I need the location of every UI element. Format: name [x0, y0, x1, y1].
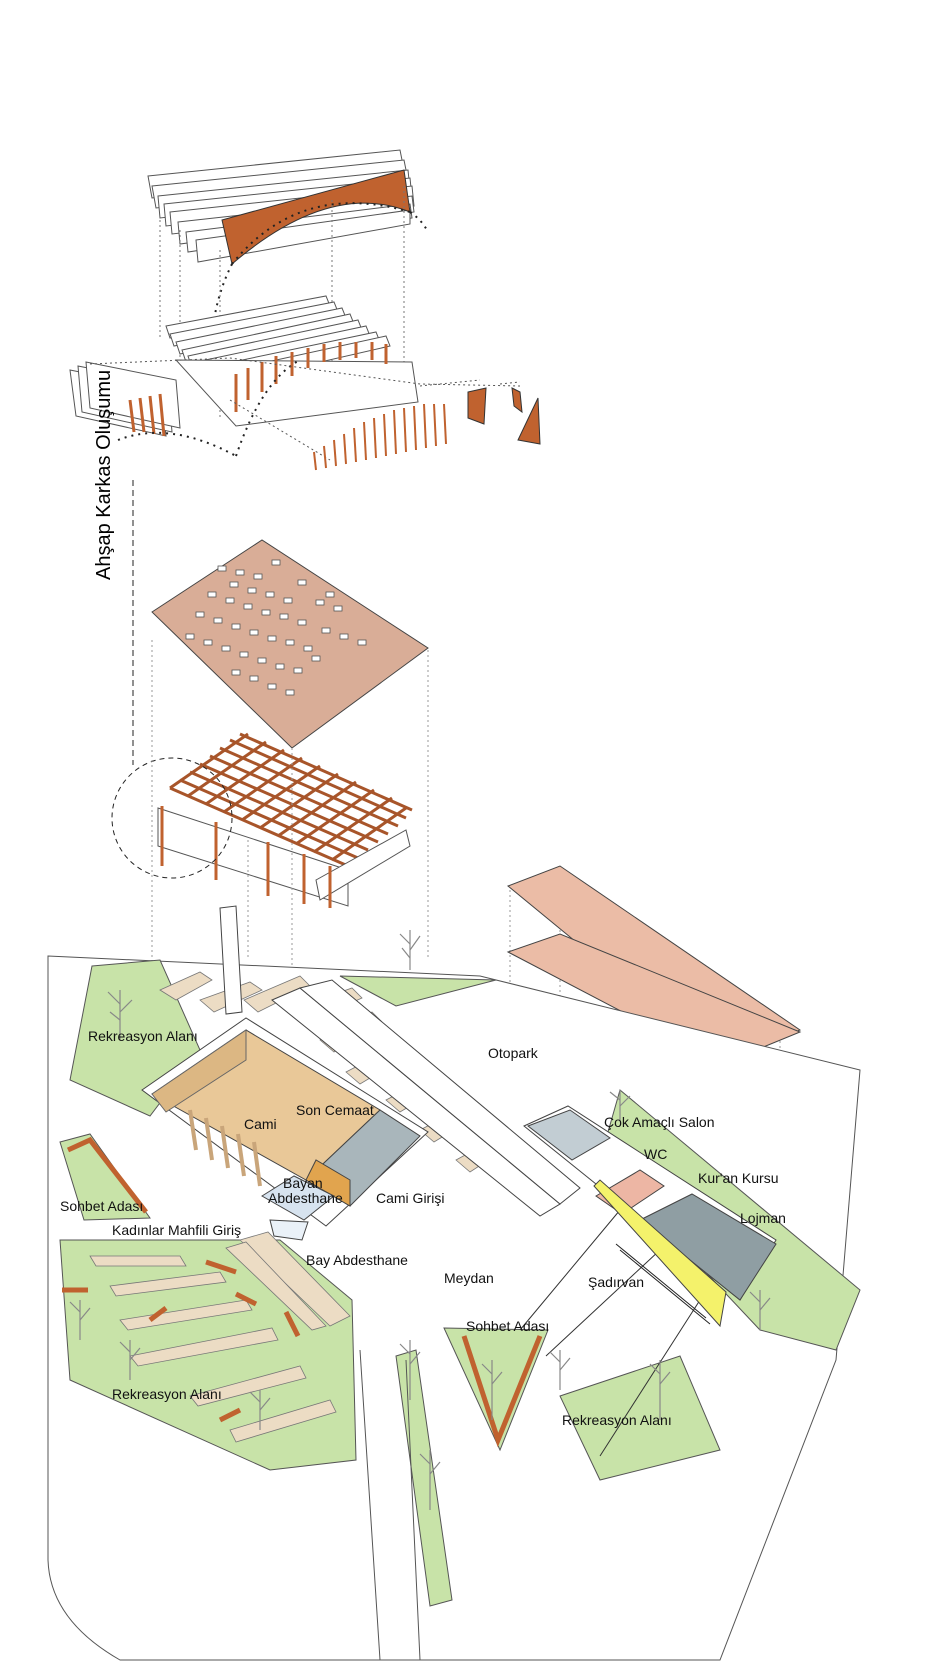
label-sadirvan: Şadırvan — [588, 1274, 645, 1290]
perforated-roof-slab — [151, 539, 429, 749]
label-rekreasyon-alani-right: Rekreasyon Alanı — [562, 1412, 672, 1428]
yellow-wall — [593, 1179, 727, 1328]
mosque-building — [141, 905, 581, 1241]
label-wc: WC — [644, 1146, 668, 1162]
timber-arch-top — [69, 149, 541, 471]
small-panel-2 — [511, 387, 523, 414]
annex-building — [523, 1105, 777, 1328]
label-kadinlar-mahfili-giris: Kadınlar Mahfili Giriş — [112, 1222, 242, 1238]
middle-slats — [165, 295, 419, 427]
label-son-cemaat: Son Cemaat — [296, 1102, 374, 1118]
label-cami: Cami — [244, 1116, 277, 1132]
label-cok-amacli-salon: Çok Amaçlı Salon — [604, 1114, 715, 1130]
upper-arch-panel — [221, 169, 411, 265]
timber-grid-structure — [157, 732, 413, 908]
label-sohbet-adasi-center: Sohbet Adası — [466, 1318, 550, 1334]
lower-fin-row — [313, 403, 447, 471]
middle-arch-fins — [234, 342, 388, 412]
detail-circle — [111, 757, 233, 879]
label-bayan-abdesthane-line1: Bayan — [283, 1175, 323, 1191]
small-panel-1 — [467, 387, 487, 425]
label-rekreasyon-alani-top: Rekreasyon Alanı — [88, 1028, 198, 1044]
small-panel-3 — [517, 397, 541, 445]
label-rekreasyon-alani-left: Rekreasyon Alanı — [112, 1386, 222, 1402]
label-bay-abdesthane: Bay Abdesthane — [306, 1252, 408, 1268]
vertical-title: Ahşap Karkas Oluşumu — [93, 369, 115, 580]
label-sohbet-adasi-left: Sohbet Adası — [60, 1198, 144, 1214]
label-lojman: Lojman — [740, 1210, 786, 1226]
site-base — [47, 955, 861, 1661]
trees — [69, 930, 771, 1510]
label-bayan-abdesthane-line2: Abdesthane — [268, 1190, 343, 1206]
label-kuran-kursu: Kur'an Kursu — [698, 1170, 779, 1186]
label-cami-girisi: Cami Girişi — [376, 1190, 445, 1206]
label-otopark: Otopark — [488, 1045, 538, 1061]
label-meydan: Meydan — [444, 1270, 494, 1286]
